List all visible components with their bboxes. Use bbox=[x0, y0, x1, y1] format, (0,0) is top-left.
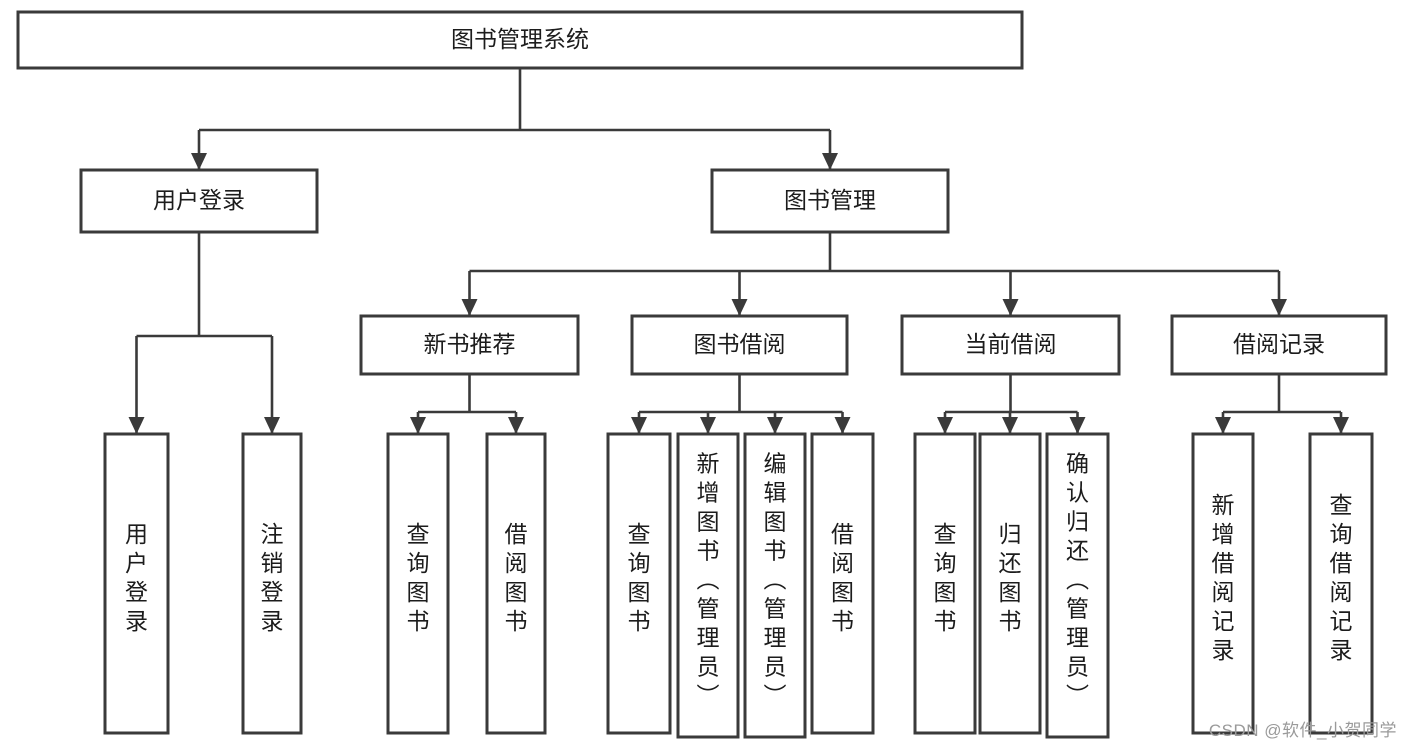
node-rect bbox=[1308, 432, 1374, 735]
node-label: 借阅图书 bbox=[505, 521, 528, 634]
node-leaf-12[interactable]: 查询借阅记录 bbox=[1308, 432, 1374, 735]
node-label: 用户登录 bbox=[153, 187, 245, 213]
node-label: 借阅记录 bbox=[1233, 331, 1325, 357]
node-rect bbox=[241, 432, 303, 735]
node-leaf-1[interactable]: 注销登录 bbox=[241, 432, 303, 735]
l3-2-to-leaves-arrow-1 bbox=[1002, 417, 1018, 434]
login-to-leaves-arrow-1 bbox=[264, 417, 280, 434]
node-rect bbox=[978, 432, 1042, 735]
node-label: 查询图书 bbox=[628, 521, 651, 634]
node-leaf-10[interactable]: 确认归还︵管理员︶ bbox=[1045, 432, 1110, 739]
mgmt-to-level3-arrow-1 bbox=[731, 299, 748, 316]
node-leaf-5[interactable]: 新增图书︵管理员︶ bbox=[676, 432, 740, 739]
node-rect bbox=[485, 432, 547, 735]
mgmt-to-level3-arrow-0 bbox=[461, 299, 478, 316]
l3-1-to-leaves-arrow-2 bbox=[767, 417, 783, 434]
node-label: 查询借阅记录 bbox=[1330, 492, 1353, 663]
node-rect bbox=[676, 432, 740, 739]
root-to-level2-arrow-1 bbox=[822, 153, 838, 170]
l3-1-to-leaves-arrow-0 bbox=[631, 417, 647, 434]
login-to-leaves-arrow-0 bbox=[128, 417, 145, 434]
node-leaf-4[interactable]: 查询图书 bbox=[606, 432, 672, 735]
node-rect bbox=[386, 432, 450, 735]
node-label: 注销登录 bbox=[261, 521, 284, 634]
node-leaf-11[interactable]: 新增借阅记录 bbox=[1191, 432, 1255, 735]
node-rect bbox=[1045, 432, 1110, 739]
node-level3-0[interactable]: 新书推荐 bbox=[359, 314, 580, 376]
l3-3-to-leaves-arrow-0 bbox=[1215, 417, 1231, 434]
l3-2-to-leaves-arrow-2 bbox=[1069, 417, 1086, 434]
node-leaf-6[interactable]: 编辑图书︵管理员︶ bbox=[743, 432, 807, 739]
node-leaf-3[interactable]: 借阅图书 bbox=[485, 432, 547, 735]
node-level2-0[interactable]: 用户登录 bbox=[79, 168, 319, 234]
node-label: 新增借阅记录 bbox=[1212, 492, 1235, 663]
l3-1-to-leaves-arrow-3 bbox=[834, 417, 851, 434]
node-label: 查询图书 bbox=[934, 521, 957, 634]
node-label: 新书推荐 bbox=[424, 331, 516, 357]
node-rect bbox=[103, 432, 170, 735]
node-rect bbox=[743, 432, 807, 739]
mgmt-to-level3-arrow-2 bbox=[1002, 299, 1019, 316]
node-rect bbox=[606, 432, 672, 735]
node-leaf-2[interactable]: 查询图书 bbox=[386, 432, 450, 735]
node-label: 图书管理系统 bbox=[451, 26, 589, 52]
node-rect bbox=[630, 314, 849, 376]
root-to-level2-arrow-0 bbox=[191, 153, 207, 170]
node-label: 用户登录 bbox=[125, 521, 148, 634]
node-label: 查询图书 bbox=[407, 521, 430, 634]
node-leaf-9[interactable]: 归还图书 bbox=[978, 432, 1042, 735]
node-label: 新增图书︵管理员︶ bbox=[697, 451, 720, 709]
connector-lines bbox=[128, 68, 1349, 434]
node-label: 图书管理 bbox=[784, 187, 876, 213]
l3-0-to-leaves-arrow-0 bbox=[410, 417, 426, 434]
node-level3-3[interactable]: 借阅记录 bbox=[1170, 314, 1388, 376]
node-label: 当前借阅 bbox=[965, 331, 1057, 357]
node-leaf-7[interactable]: 借阅图书 bbox=[810, 432, 875, 735]
l3-3-to-leaves-arrow-1 bbox=[1333, 417, 1349, 434]
l3-1-to-leaves-arrow-1 bbox=[700, 417, 716, 434]
node-leaf-0[interactable]: 用户登录 bbox=[103, 432, 170, 735]
mgmt-to-level3-arrow-3 bbox=[1271, 299, 1287, 316]
node-rect bbox=[1191, 432, 1255, 735]
node-rect bbox=[900, 314, 1121, 376]
node-rect bbox=[16, 10, 1024, 70]
node-label: 确认归还︵管理员︶ bbox=[1066, 451, 1089, 709]
node-label: 归还图书 bbox=[999, 521, 1022, 634]
node-level2-1[interactable]: 图书管理 bbox=[710, 168, 950, 234]
l3-0-to-leaves-arrow-1 bbox=[508, 417, 524, 434]
node-rect bbox=[710, 168, 950, 234]
node-rect bbox=[359, 314, 580, 376]
node-rect bbox=[913, 432, 977, 735]
node-level3-1[interactable]: 图书借阅 bbox=[630, 314, 849, 376]
node-root-图书管理系统[interactable]: 图书管理系统 bbox=[16, 10, 1024, 70]
node-label: 编辑图书︵管理员︶ bbox=[764, 451, 787, 709]
l3-2-to-leaves-arrow-0 bbox=[937, 417, 953, 434]
node-rect bbox=[1170, 314, 1388, 376]
node-level3-2[interactable]: 当前借阅 bbox=[900, 314, 1121, 376]
node-label: 图书借阅 bbox=[694, 331, 786, 357]
node-rect bbox=[79, 168, 319, 234]
node-label: 借阅图书 bbox=[831, 521, 854, 634]
node-boxes: 图书管理系统用户登录图书管理新书推荐图书借阅当前借阅借阅记录用户登录注销登录查询… bbox=[16, 10, 1388, 739]
node-leaf-8[interactable]: 查询图书 bbox=[913, 432, 977, 735]
node-rect bbox=[810, 432, 875, 735]
